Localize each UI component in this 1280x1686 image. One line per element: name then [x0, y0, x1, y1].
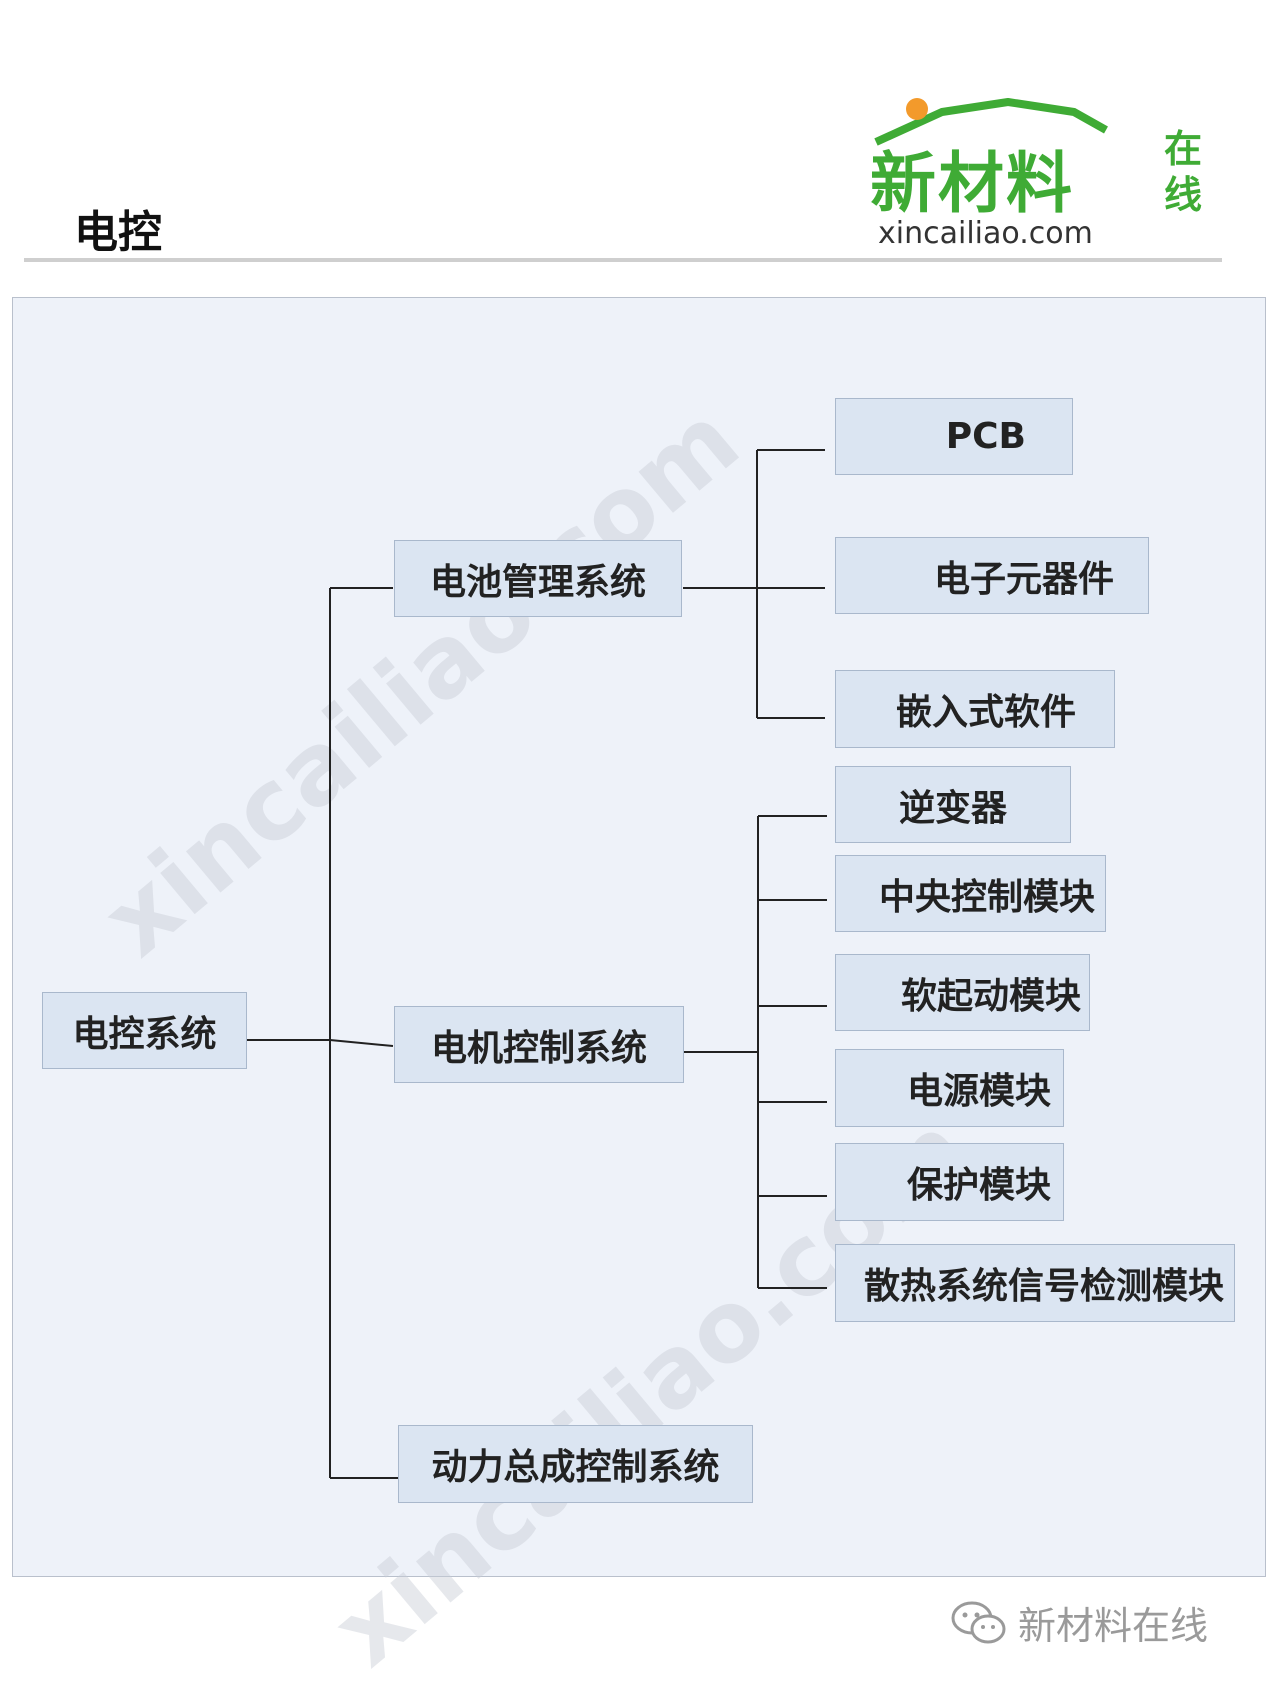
leaf-protection-module: 保护模块	[835, 1143, 1064, 1221]
leaf-pcb: PCB	[835, 398, 1073, 475]
branch-motor-control: 电机控制系统	[394, 1006, 684, 1083]
leaf-inverter: 逆变器	[835, 766, 1071, 843]
logo: 新材料 在线 xincailiao.com	[870, 90, 1220, 251]
footer-text: 新材料在线	[1018, 1604, 1209, 1648]
footer-brand: 新材料在线	[950, 1595, 1208, 1650]
logo-side-text: 在线	[1163, 127, 1202, 217]
page-title: 电控	[74, 207, 162, 258]
leaf-electronic-components: 电子元器件	[835, 537, 1149, 614]
logo-roof-icon	[874, 98, 1108, 146]
root-node: 电控系统	[42, 992, 247, 1069]
wechat-icon	[951, 1601, 1006, 1643]
diagram-panel	[12, 297, 1266, 1577]
title-divider	[24, 258, 1222, 262]
leaf-soft-start-module: 软起动模块	[835, 954, 1090, 1031]
branch-battery-management: 电池管理系统	[394, 540, 682, 617]
leaf-power-module: 电源模块	[835, 1049, 1064, 1127]
logo-url: xincailiao.com	[878, 216, 1093, 251]
leaf-heat-dissipation-signal-module: 散热系统信号检测模块	[835, 1244, 1235, 1322]
leaf-embedded-software: 嵌入式软件	[835, 670, 1115, 748]
leaf-central-control-module: 中央控制模块	[835, 855, 1106, 932]
logo-sun-icon	[906, 98, 928, 120]
logo-main-text: 新材料	[870, 145, 1074, 222]
branch-powertrain-control: 动力总成控制系统	[398, 1425, 753, 1503]
